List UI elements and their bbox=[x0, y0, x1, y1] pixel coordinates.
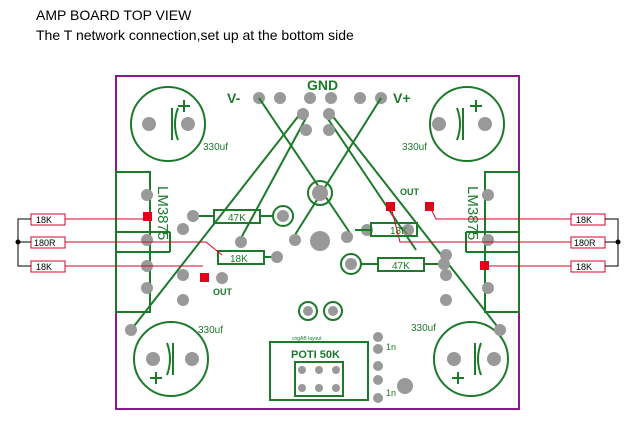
cap-1n-bottom-label: 1n bbox=[386, 388, 396, 398]
small-layout-label: cngAB layout bbox=[292, 336, 322, 342]
ic-left-lm3875: LM3875 bbox=[115, 171, 228, 313]
pad-center-1 bbox=[312, 185, 328, 201]
red-pad-right-fb bbox=[480, 261, 489, 270]
t-network-right: 18K 180R 18K bbox=[390, 206, 621, 273]
v-plus-label: V+ bbox=[393, 90, 411, 106]
pad-j2 bbox=[323, 108, 335, 120]
red-pad-right-in bbox=[425, 202, 434, 211]
diagram-subtitle: The T network connection,set up at the b… bbox=[36, 27, 354, 43]
resistor-18k-right: 18K bbox=[355, 222, 418, 237]
r-18k-left-label: 18K bbox=[230, 254, 248, 265]
ic-left-label: LM3875 bbox=[154, 186, 171, 240]
potentiometer-50k: POTI 50K bbox=[269, 341, 369, 401]
r-47k-right-label: 47K bbox=[392, 261, 410, 272]
capacitor-top-right: 330uf bbox=[402, 86, 505, 162]
r-47k-left-label: 47K bbox=[228, 213, 246, 224]
pad-gnd-1 bbox=[304, 92, 316, 104]
r-18k-right-label: 18K bbox=[390, 226, 408, 237]
resistor-18k-left: 18K bbox=[217, 236, 283, 265]
t-network-left: 18K 180R 18K bbox=[15, 213, 223, 273]
pad-j1 bbox=[297, 108, 309, 120]
pad-v-plus bbox=[354, 92, 366, 104]
t-left-r3-label: 18K bbox=[36, 262, 52, 272]
resistor-47k-right: 47K bbox=[340, 253, 450, 275]
t-right-r2-label: 180R bbox=[574, 238, 596, 248]
red-pad-left-in bbox=[143, 212, 152, 221]
t-right-r1-label: 18K bbox=[576, 215, 592, 225]
pad-j5 bbox=[125, 324, 137, 336]
out-left-label: OUT bbox=[213, 287, 233, 297]
red-pad-left-out bbox=[200, 273, 209, 282]
pad-j6 bbox=[494, 324, 506, 336]
cap-1n-top-label: 1n bbox=[386, 342, 396, 352]
t-left-r2-label: 180R bbox=[34, 238, 56, 248]
ic-right-label: LM3875 bbox=[464, 186, 481, 240]
cap-br-label: 330uf bbox=[411, 323, 436, 334]
cap-tr-label: 330uf bbox=[402, 142, 427, 153]
pad-v-minus-2 bbox=[274, 92, 286, 104]
t-left-r1-label: 18K bbox=[36, 215, 52, 225]
v-minus-label: V- bbox=[227, 90, 241, 106]
resistor-47k-left: 47K bbox=[187, 205, 294, 227]
poti-label: POTI 50K bbox=[291, 349, 340, 361]
pad-j3 bbox=[300, 124, 312, 136]
red-pad-right-out bbox=[386, 202, 395, 211]
capacitor-bottom-left: 330uf bbox=[133, 321, 223, 397]
t-right-r3-label: 18K bbox=[576, 262, 592, 272]
capacitor-top-left: 330uf bbox=[130, 86, 228, 162]
out-right-label: OUT bbox=[400, 187, 420, 197]
pad-center-4 bbox=[341, 231, 353, 243]
cap-tl-label: 330uf bbox=[203, 142, 228, 153]
cap-1n-group: 1n 1n bbox=[373, 332, 413, 403]
capacitor-bottom-right: 330uf bbox=[411, 321, 509, 397]
pad-gnd-2 bbox=[325, 92, 337, 104]
gnd-label: GND bbox=[307, 77, 338, 93]
pad-center-3 bbox=[289, 234, 301, 246]
pad-j4 bbox=[323, 124, 335, 136]
diagram-title: AMP BOARD TOP VIEW bbox=[36, 7, 192, 23]
cap-bl-label: 330uf bbox=[198, 325, 223, 336]
pad-center-2 bbox=[310, 231, 330, 251]
